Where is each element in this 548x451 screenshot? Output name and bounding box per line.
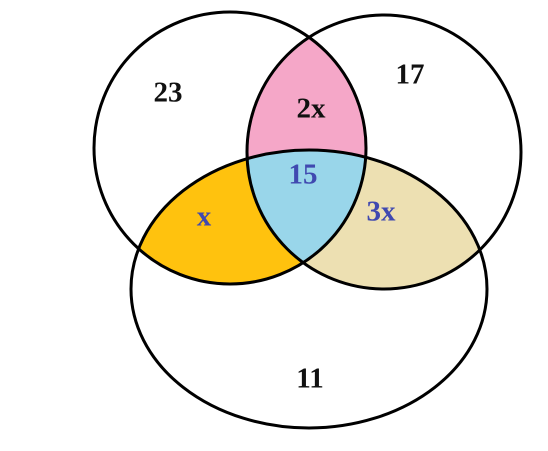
region-a-only-label: 23 [154,77,183,109]
region-c-only-label: 11 [296,363,323,395]
set-b-circle [245,13,523,291]
region-abc-label: 15 [289,159,318,191]
region-ab-only-label: 2x [297,93,327,125]
region-ac-only-label: x [197,201,212,233]
region-ac-only-fill [131,150,366,284]
set-a-circle [92,10,368,286]
region-bc-only-label: 3x [367,196,397,228]
region-bc-only-fill [247,150,487,289]
region-b-only-label: 17 [396,59,425,91]
set-c-ellipse [129,148,489,430]
region-abc-fill [247,150,366,284]
